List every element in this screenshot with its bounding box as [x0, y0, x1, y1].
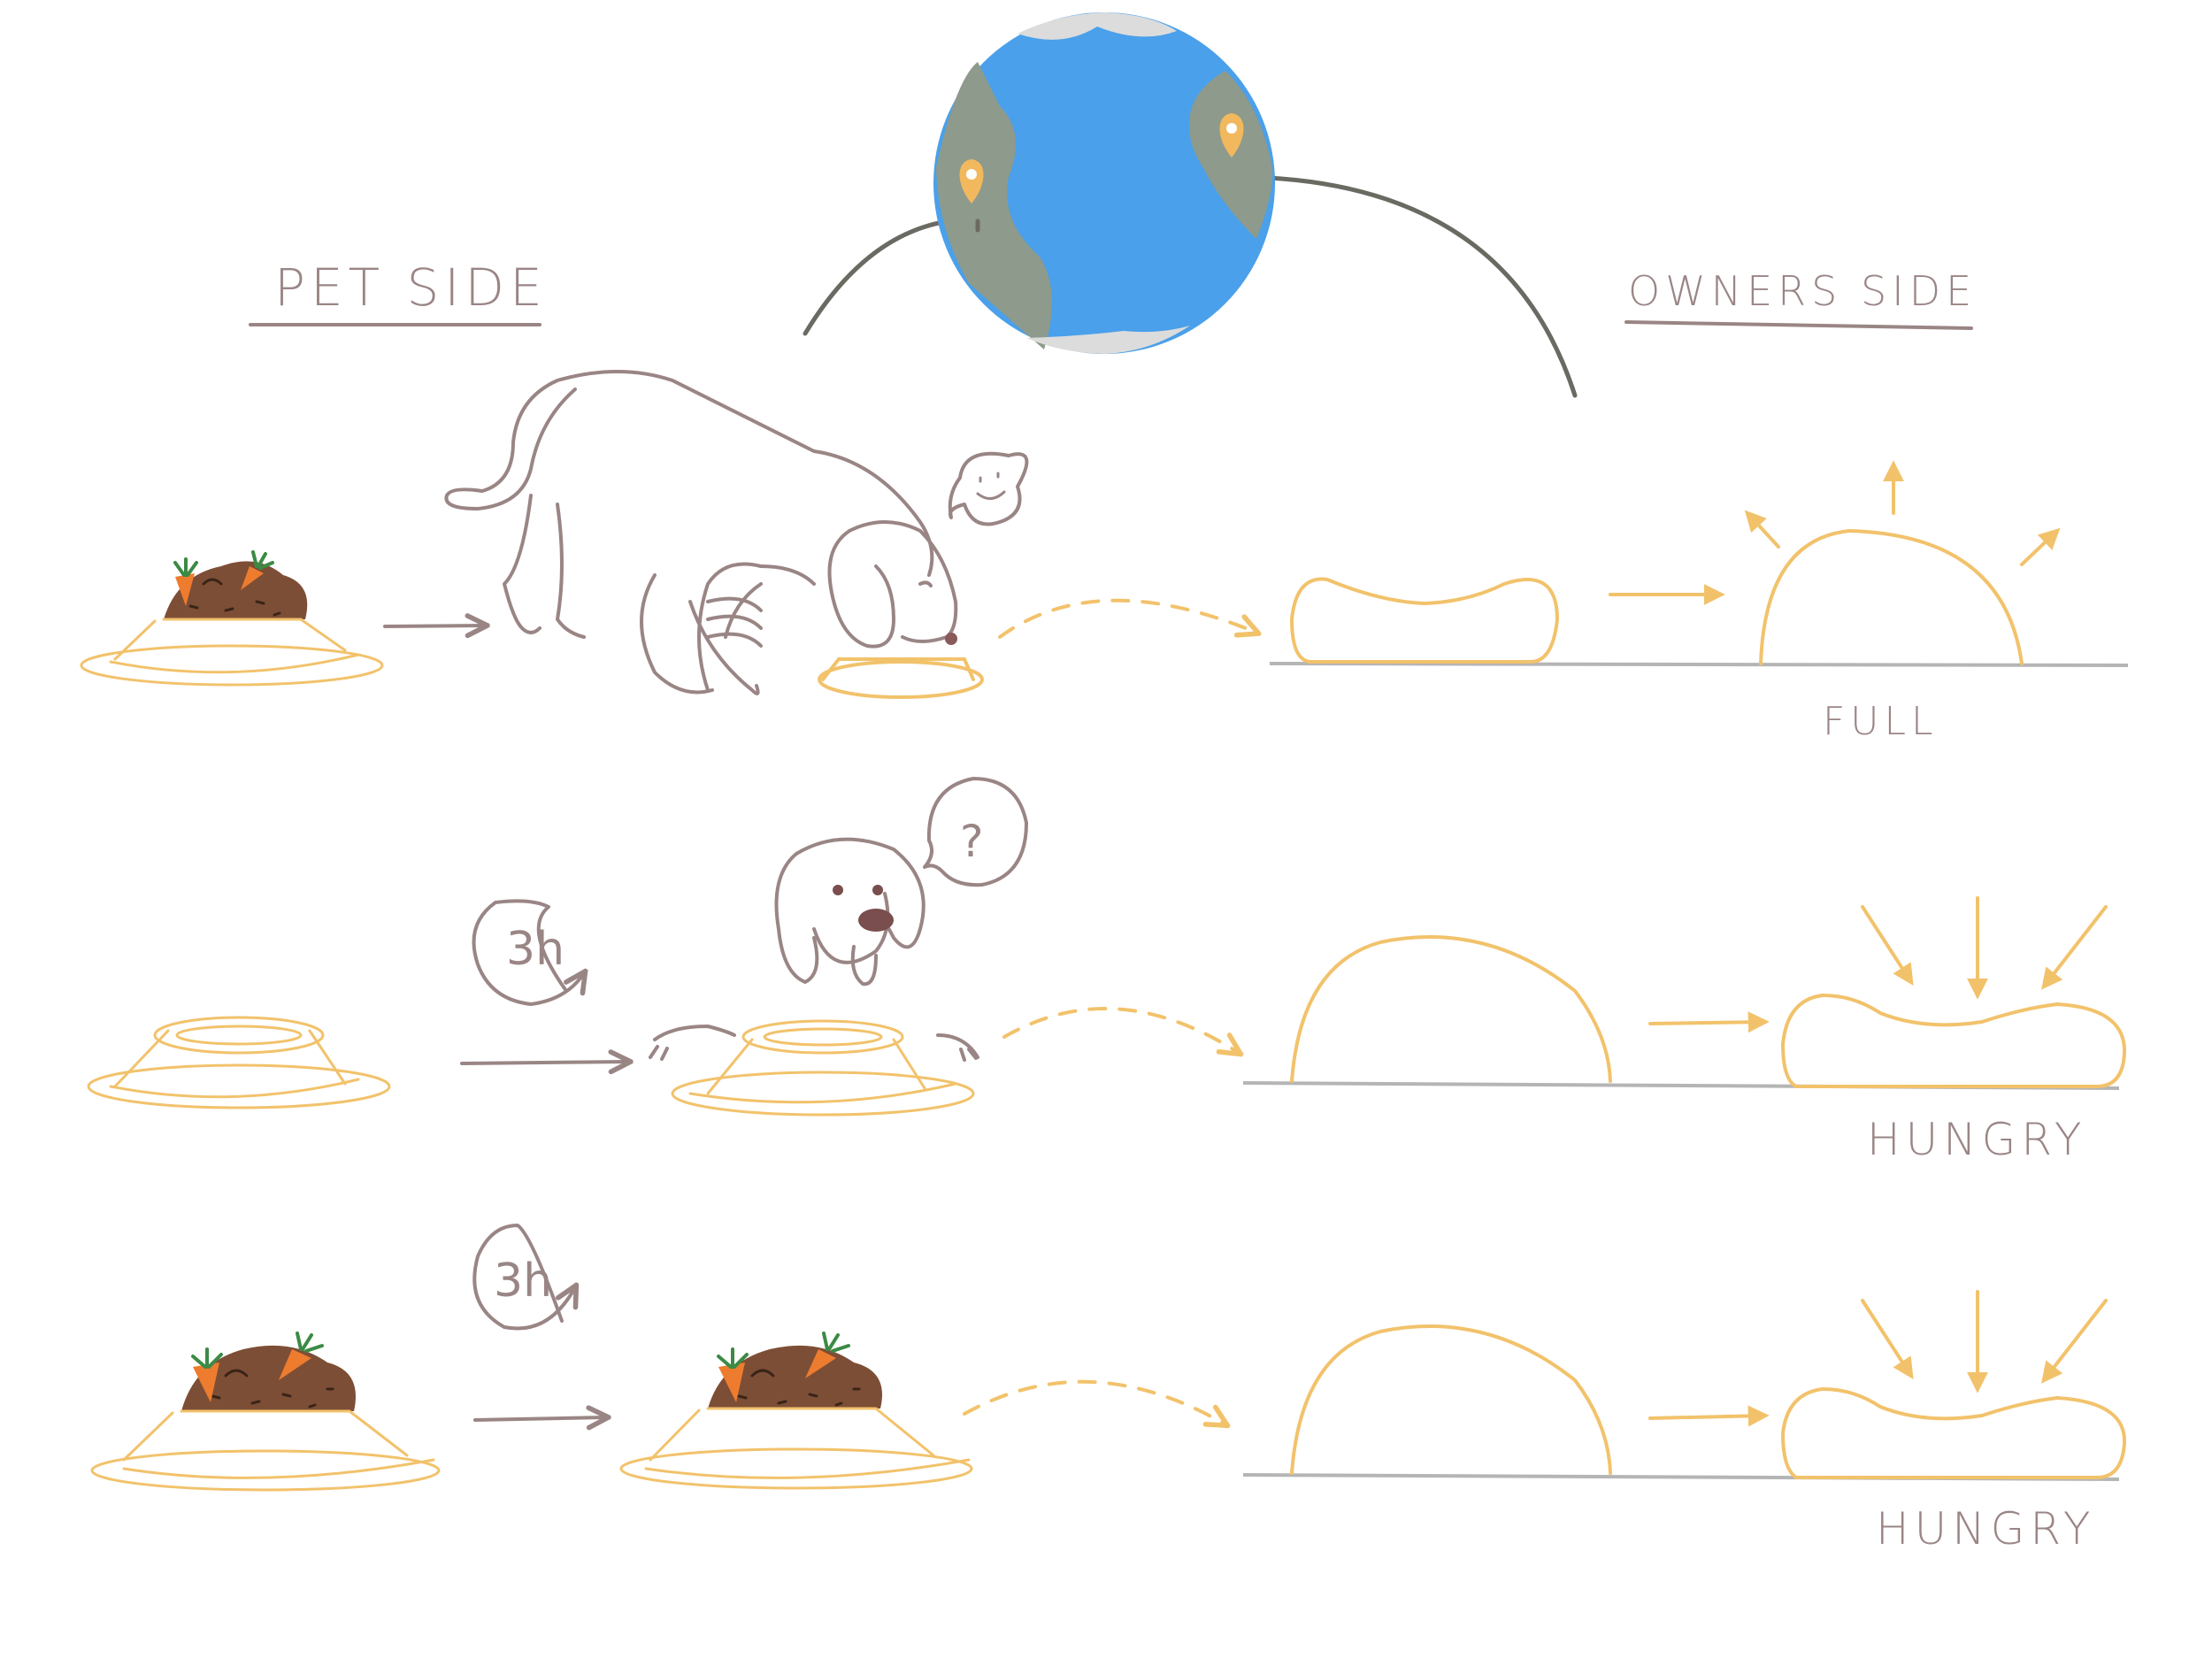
transmit-arrow: [1002, 1007, 1239, 1053]
row-2: 3h ?: [87, 777, 2127, 1165]
timer-icon: 3h: [472, 899, 585, 1006]
transmit-arrow: [963, 1379, 1225, 1424]
food-icon: [708, 1345, 882, 1410]
owner-status-label: HUNGRY: [1867, 1114, 2086, 1165]
speech-bubble-icon: ?: [923, 777, 1028, 887]
bowl-icon: [671, 1019, 975, 1117]
sun-icon: [1290, 1324, 1612, 1475]
bowl-icon: [90, 1409, 441, 1492]
question-mark: ?: [960, 816, 984, 867]
dog-icon: [444, 370, 958, 695]
owner-status-label: HUNGRY: [1876, 1503, 2095, 1554]
bowl-icon: [818, 657, 984, 699]
carrot-icon: [173, 557, 198, 606]
dog-icon: [649, 837, 979, 1062]
row-3: 3h: [90, 1224, 2127, 1554]
cushion-icon: [1290, 577, 1559, 664]
carrot-icon: [241, 550, 274, 590]
speech-bubble-icon: [948, 451, 1029, 526]
pet-side-title: PET SIDE: [274, 257, 548, 318]
pet-side-header: PET SIDE: [249, 257, 548, 326]
location-pin-icon: [959, 159, 984, 203]
full-bowl-3b: [619, 1332, 973, 1490]
arrow-icon: [460, 1062, 628, 1063]
sun-icon: [1290, 935, 1612, 1083]
row-1: FULL: [80, 370, 2129, 744]
empty-bowl: [87, 1016, 391, 1109]
sun-icon: [1744, 460, 2061, 665]
location-pin-icon: [1219, 113, 1244, 157]
bowl-icon: [80, 618, 384, 687]
timer-label: 3h: [506, 923, 565, 976]
bowl-icon: [619, 1407, 973, 1490]
food-icon: [164, 561, 308, 621]
arrow-icon: [1648, 1405, 1770, 1427]
carrot-icon: [191, 1347, 223, 1402]
ground-line: [1269, 662, 2129, 667]
arrow-icon: [473, 1417, 606, 1420]
carrot-icon: [279, 1332, 324, 1380]
timer-label: 3h: [494, 1255, 552, 1308]
cushion-icon: [1781, 1290, 2127, 1479]
cushion-icon: [1781, 896, 2127, 1088]
owner-status-label: FULL: [1823, 699, 1939, 744]
food-icon: [181, 1345, 356, 1413]
full-bowl-1: [80, 550, 384, 687]
carrot-icon: [717, 1347, 749, 1402]
full-bowl-3a: [90, 1332, 441, 1492]
carrot-icon: [805, 1332, 850, 1378]
globe-icon: [803, 12, 1578, 398]
timer-icon: 3h: [472, 1224, 575, 1331]
owners-side-title: OWNERS SIDE: [1628, 267, 1977, 315]
owners-side-header: OWNERS SIDE: [1624, 267, 1977, 330]
arrow-icon: [1648, 1011, 1770, 1033]
transmit-arrow: [998, 598, 1256, 639]
